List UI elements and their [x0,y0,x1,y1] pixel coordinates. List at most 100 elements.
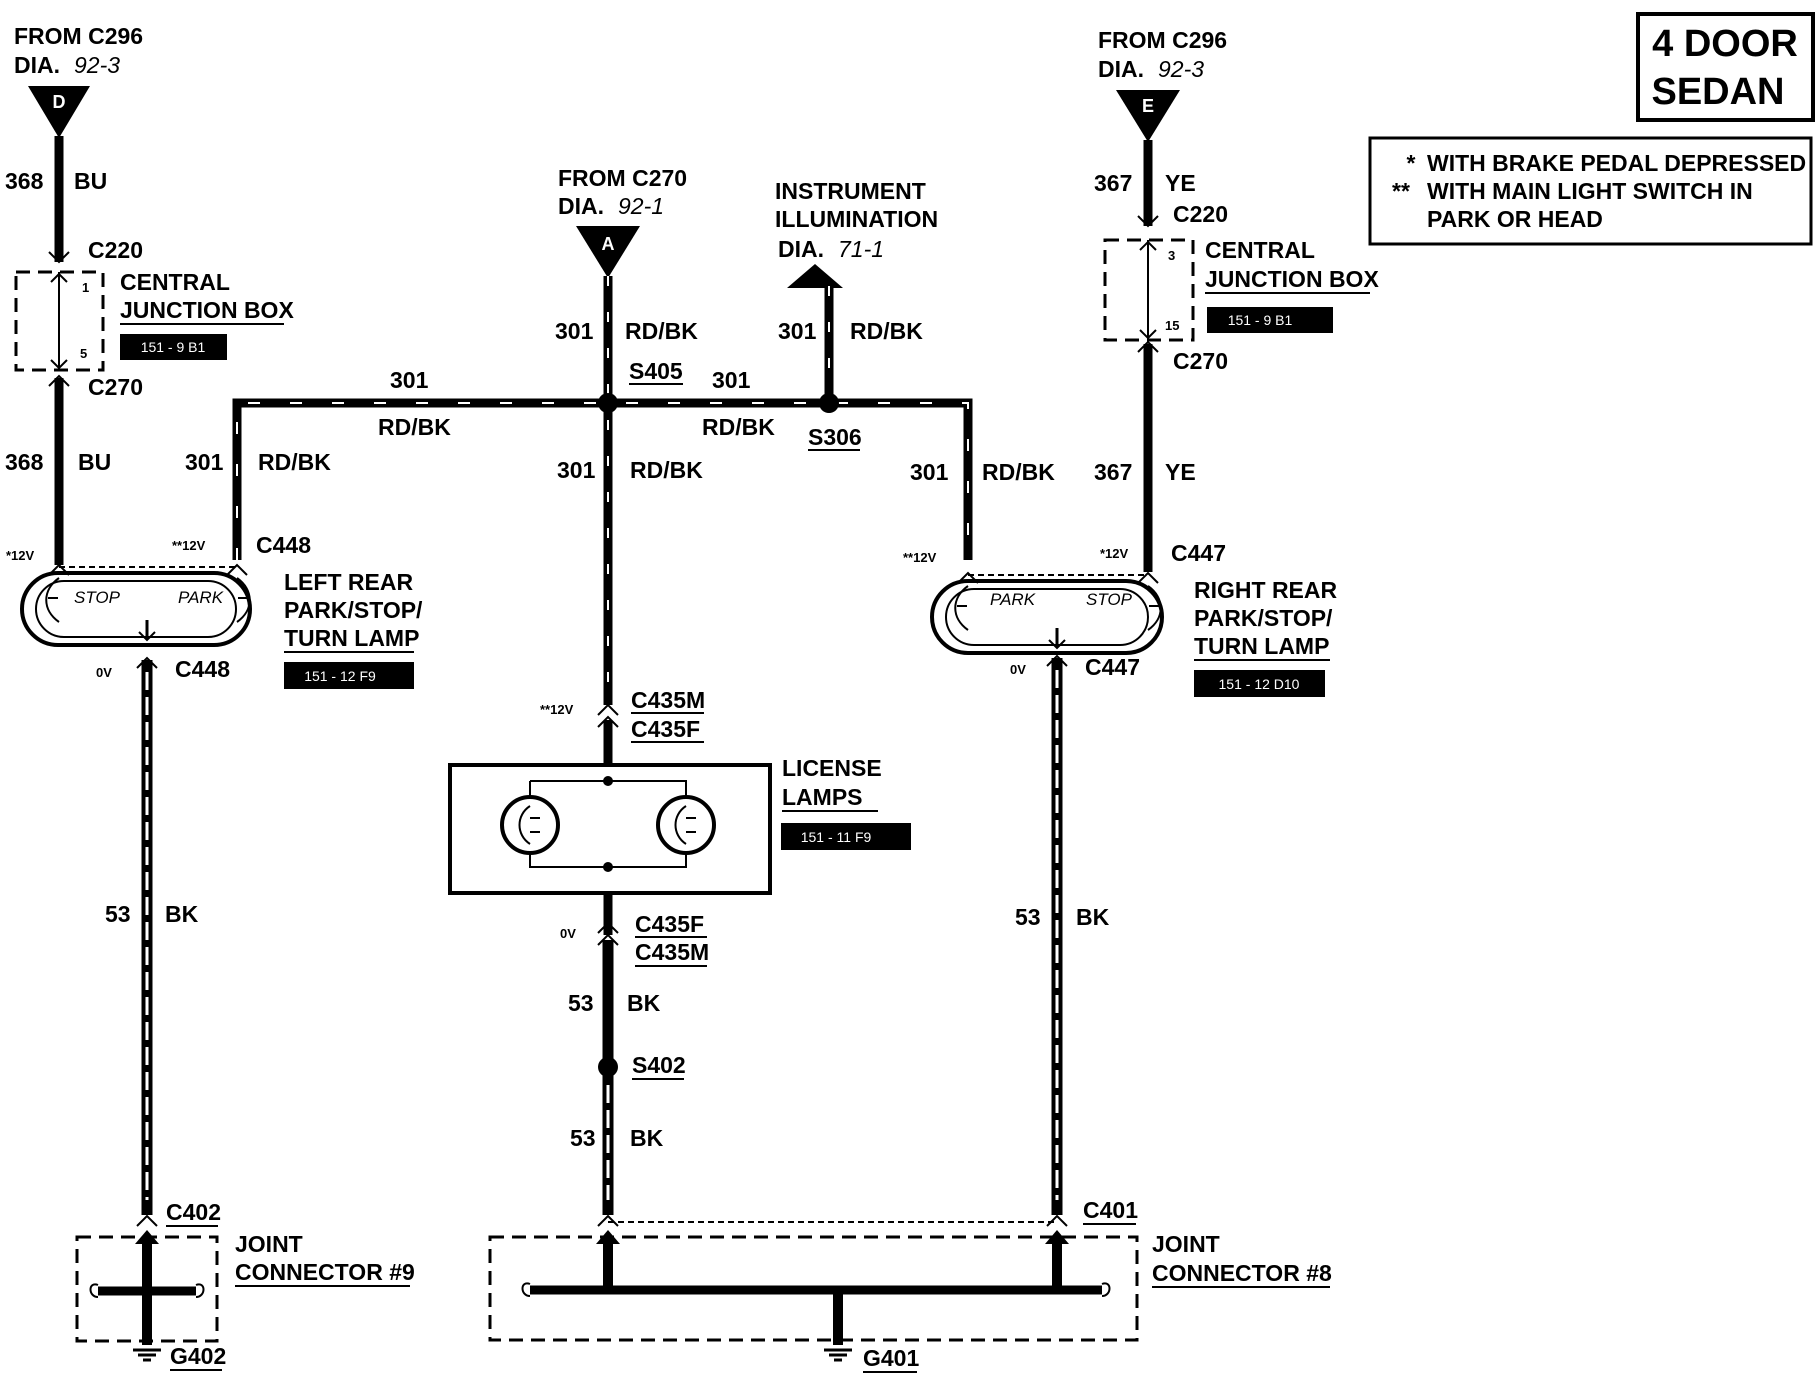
wire-rdbk-label-b: RD/BK [850,318,923,344]
c448-top-label: C448 [256,532,311,558]
c401-arrow-center [597,1214,619,1227]
c447-bottom-label: C447 [1085,654,1140,680]
junction-right-pin-3: 3 [1168,248,1175,263]
note-mark-1: * [1407,150,1416,176]
joint8-arrow-center [596,1230,620,1244]
c435f-bottom-label: C435F [635,911,704,937]
right-lamp-v0: 0V [1010,662,1026,677]
junction-right-arrow-bottom [1139,329,1157,340]
wire-368-label-1: 368 [5,168,44,194]
left-lamp-park: PARK [178,588,224,607]
note-text-3: PARK OR HEAD [1427,206,1603,232]
joint8-left-end [521,1282,531,1297]
splice-s306 [819,393,839,413]
source-e-from: FROM C296 [1098,27,1227,53]
right-lamp-stop-filament [1147,585,1162,631]
source-e-letter: E [1142,96,1154,116]
c220-right-arrow [1137,215,1159,228]
wire-ye-label-2: YE [1165,459,1196,485]
c220-left-arrow [48,251,70,264]
junction-left-ref: 151 - 9 B1 [141,339,206,355]
wire-rdbk-label-d: RD/BK [702,414,775,440]
wire-bk-label-left: BK [165,901,199,927]
c435m-top-label: C435M [631,687,705,713]
joint8-arrow-right [1045,1230,1069,1244]
wire-53-label-left: 53 [105,901,131,927]
license-filament-right [674,805,696,845]
left-lamp-stop: STOP [74,588,121,607]
junction-left-arrow-top [50,272,68,283]
s402-label: S402 [632,1052,686,1078]
title-box [1636,12,1815,122]
instrument-dia-num: 71-1 [838,236,884,262]
wire-301-label-a: 301 [555,318,594,344]
source-a-triangle [576,226,640,278]
instrument-arrow [787,264,843,288]
right-lamp-ground-arrow [1048,639,1066,650]
c220-right-label: C220 [1173,201,1228,227]
wire-367-label-2: 367 [1094,459,1132,485]
c435f-top-label: C435F [631,716,700,742]
instrument-dia: DIA. [778,236,824,262]
left-lamp-title-2: PARK/STOP/ [284,597,423,623]
source-a-dia-num: 92-1 [618,193,664,219]
left-lamp-ref: 151 - 12 F9 [304,668,376,684]
joint9-arrow [135,1230,159,1244]
left-lamp-inner [35,580,237,638]
instrument-title-2: ILLUMINATION [775,206,938,232]
c270-left-label: C270 [88,374,143,400]
wire-bk-label-center-1: BK [627,990,661,1016]
wire-bk-label-center-2: BK [630,1125,664,1151]
junction-left-ref-box [120,334,227,360]
right-lamp-stop-arrow [1137,571,1159,584]
license-title-1: LICENSE [782,755,882,781]
source-e-triangle [1116,90,1180,142]
license-v0: 0V [560,926,576,941]
instrument-title-1: INSTRUMENT [775,178,926,204]
source-e-dia-num: 92-3 [1158,56,1204,82]
c435m-arrow [597,703,619,716]
ground-symbol-g401 [824,1348,852,1362]
c220-left-label: C220 [88,237,143,263]
left-lamp-stop-filament [45,577,60,623]
source-d-letter: D [53,92,66,112]
wire-53-label-right: 53 [1015,904,1041,930]
note-mark-2: ** [1392,178,1410,204]
junction-left-title-1: CENTRAL [120,269,230,295]
c447-top-label: C447 [1171,540,1226,566]
junction-left-title-2: JUNCTION BOX [120,297,294,323]
wire-53-label-center-1: 53 [568,990,594,1016]
left-lamp-v0: 0V [96,665,112,680]
junction-right-pin-15: 15 [1165,318,1179,333]
right-lamp-stop: STOP [1086,590,1133,609]
left-lamp-v12-stop: *12V [6,548,35,563]
license-ref-box [781,823,911,850]
license-filament-left [518,805,540,845]
c270-left-arrow [48,374,70,387]
g401-label: G401 [863,1345,919,1371]
license-title-2: LAMPS [782,784,863,810]
left-lamp-housing [20,571,252,647]
wire-rdbk-label-f: RD/BK [630,457,703,483]
wire-301-label-e: 301 [185,449,224,475]
splice-s402 [598,1057,618,1077]
source-d-dia: DIA. [14,52,60,78]
joint9-title-2: CONNECTOR #9 [235,1259,415,1285]
wire-rdbk-label-a: RD/BK [625,318,698,344]
note-text-1: WITH BRAKE PEDAL DEPRESSED [1427,150,1806,176]
c435f-bottom-arrow [597,921,619,934]
license-node-bottom [603,862,613,872]
joint8-title-2: CONNECTOR #8 [1152,1260,1332,1286]
joint9-right-end [195,1283,205,1298]
wire-301-label-g: 301 [910,459,949,485]
license-bulb-left [500,795,560,855]
left-lamp-ground-arrow [138,631,156,642]
right-lamp-title-3: TURN LAMP [1194,633,1329,659]
note-text-2: WITH MAIN LIGHT SWITCH IN [1427,178,1753,204]
junction-right-title-1: CENTRAL [1205,237,1315,263]
right-lamp-inner [945,588,1149,646]
c270-right-arrow [1137,340,1159,353]
c447-bottom-arrow [1046,654,1068,667]
junction-left-arrow-bottom [50,359,68,370]
